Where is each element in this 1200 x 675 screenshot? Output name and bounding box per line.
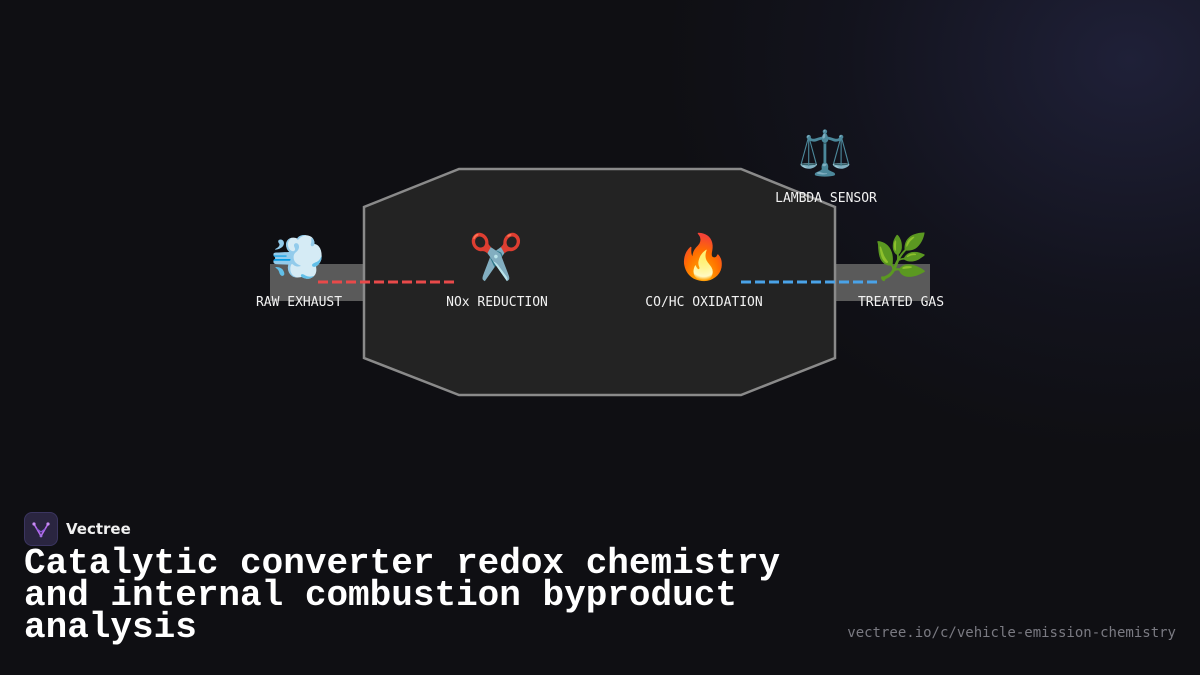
outlet-pipe [834, 264, 930, 301]
converter-body [362, 167, 837, 397]
raw-exhaust-label: RAW EXHAUST [255, 295, 343, 310]
source-url[interactable]: vectree.io/c/vehicle-emission-chemistry [847, 625, 1176, 641]
brand: Vectree [24, 512, 131, 546]
nox-reduction-label: NOx REDUCTION [446, 295, 548, 310]
balance-scale-icon: ⚖️ [797, 128, 853, 179]
fire-icon: 🔥 [675, 232, 731, 283]
scissors-icon: ✂️ [468, 232, 524, 283]
herb-icon: 🌿 [873, 232, 929, 283]
treated-gas-label: TREATED GAS [857, 295, 945, 310]
dashing-away-icon: 💨 [270, 232, 326, 283]
lambda-sensor-label: LAMBDA SENSOR [775, 191, 877, 206]
page-title: Catalytic converter redox chemistry and … [24, 543, 781, 648]
brand-name: Vectree [66, 520, 131, 538]
oxidation-label: CO/HC OXIDATION [645, 295, 763, 310]
vectree-logo-icon [24, 512, 58, 546]
